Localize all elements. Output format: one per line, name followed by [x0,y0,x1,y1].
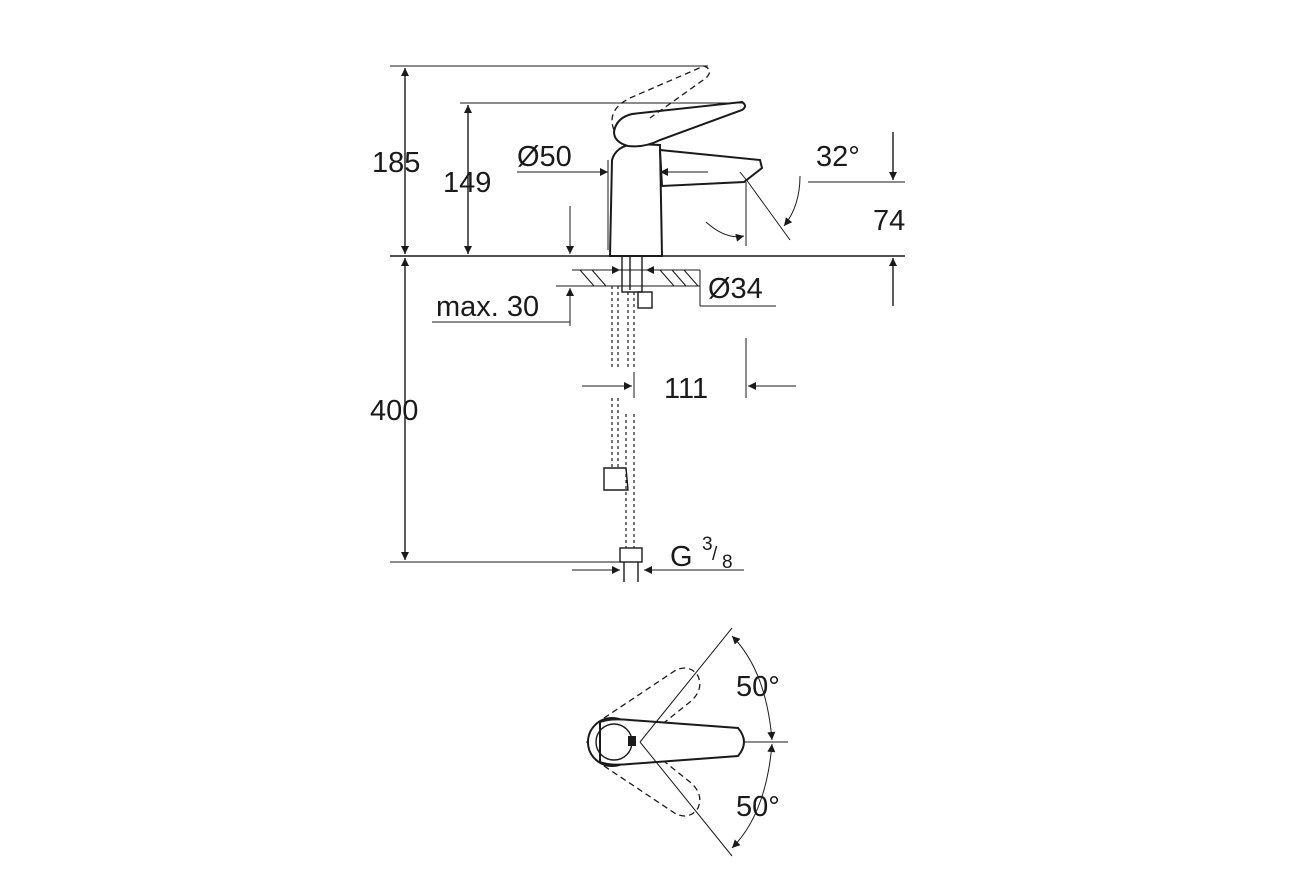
label-angle-32: 32° [816,141,860,173]
lever-rotated-right [603,741,701,817]
deck-section-hatching [572,269,700,287]
dimension-111: 111 [582,338,796,405]
label-diameter-34: Ø34 [708,273,763,305]
dimension-thread-g38: G 3 / 8 [572,534,744,574]
label-185: 185 [372,147,420,179]
dimension-74: 74 [808,132,905,306]
hose-end-plug [603,467,629,491]
dimension-max-30: max. 30 [432,206,610,326]
label-rotation-right: 50° [736,791,780,823]
top-view-lever [599,718,745,766]
side-view: 185 149 Ø50 32° 74 [370,65,905,582]
label-rotation-left: 50° [736,671,780,703]
dimension-185: 185 [372,65,708,254]
label-111: 111 [664,373,708,405]
label-max-30: max. 30 [436,291,539,323]
label-thread-slash: / [712,544,718,565]
label-diameter-50: Ø50 [517,141,572,173]
dimension-149: 149 [443,102,742,254]
label-thread-numerator: 3 [702,534,713,555]
dimension-angle-32: 32° [705,141,880,246]
label-74: 74 [873,205,905,237]
label-thread-denominator: 8 [722,552,733,573]
tap-spout [658,148,764,188]
lever-rotated-left [603,667,701,743]
dimension-diameter-50: Ø50 [517,141,708,250]
mounting-shank [621,255,653,309]
supply-hoses [611,286,635,548]
tap-lever [612,100,746,148]
top-view-lever-mark [628,736,636,746]
label-400: 400 [370,395,418,427]
tap-body [608,142,664,257]
label-thread-g: G [670,541,693,573]
dimension-diameter-34: Ø34 [596,266,776,307]
connector-nut [619,547,643,582]
dimension-400: 400 [370,258,620,563]
label-149: 149 [443,167,491,199]
top-view: 50° 50° [586,627,788,857]
